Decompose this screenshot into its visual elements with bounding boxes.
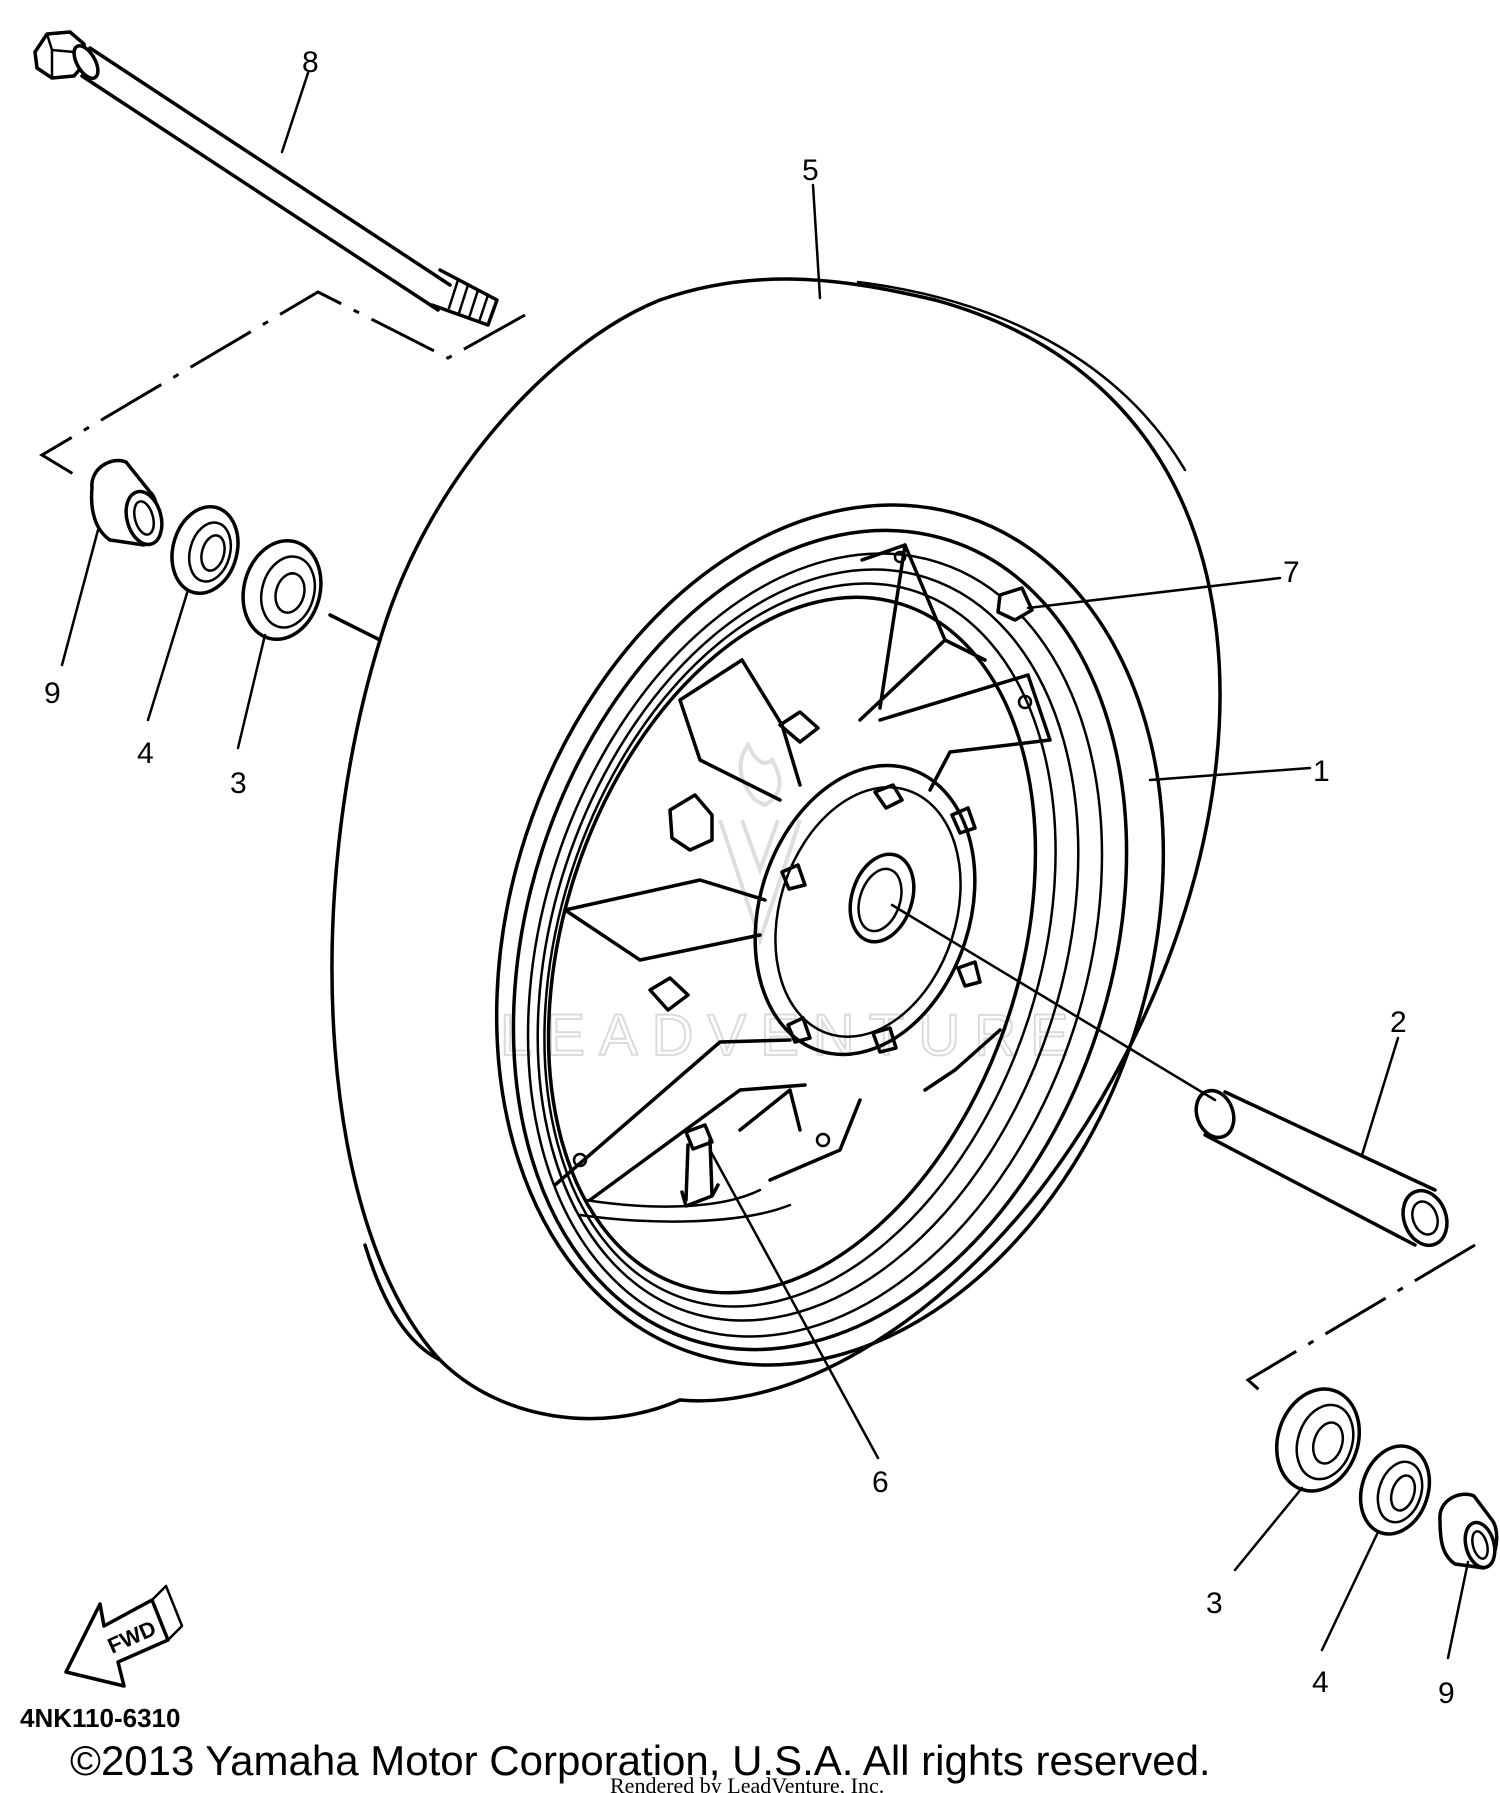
right-bearing-part-3 (1274, 1387, 1362, 1493)
alignment-lines (39, 290, 1476, 1397)
callout-7: 7 (1283, 556, 1300, 589)
callout-1: 1 (1313, 755, 1330, 788)
callout-3-left: 3 (230, 767, 247, 800)
callout-5: 5 (802, 154, 819, 187)
left-collar-part-9 (89, 458, 164, 547)
balance-weight-part-7 (996, 586, 1034, 622)
axle-part-8 (33, 30, 499, 327)
callout-2: 2 (1390, 1006, 1407, 1039)
fwd-arrow-icon: FWD (64, 1584, 184, 1688)
wheel-spokes (553, 543, 1052, 1223)
leadventure-watermark: LEADVENTURE (499, 741, 1083, 1069)
left-oil-seal-part-4 (170, 504, 240, 596)
watermark-text: LEADVENTURE (500, 1003, 1083, 1068)
left-bearing-part-3 (241, 538, 323, 642)
copyright-notice: ©2013 Yamaha Motor Corporation, U.S.A. A… (70, 1737, 1211, 1784)
callout-numbers: 8 5 7 1 2 6 9 4 3 3 4 9 (44, 46, 1455, 1710)
leader-lines (60, 71, 1470, 1660)
wheel-hub (753, 763, 982, 1057)
valve-stem-part-6 (680, 1123, 720, 1208)
callout-3-right: 3 (1206, 1587, 1223, 1620)
rim-part-1 (494, 503, 1166, 1367)
right-collar-part-9 (1438, 1492, 1499, 1570)
callout-9-left: 9 (44, 677, 61, 710)
right-oil-seal-part-4 (1358, 1444, 1432, 1536)
callout-9-right: 9 (1438, 1677, 1455, 1710)
callout-4-left: 4 (137, 737, 154, 770)
rendered-by-notice: Rendered by LeadVenture, Inc. (610, 1773, 884, 1793)
callout-8: 8 (302, 46, 319, 79)
callout-4-right: 4 (1312, 1666, 1329, 1699)
part-code: 4NK110-6310 (20, 1703, 180, 1733)
collar-part-2 (1194, 1088, 1449, 1248)
callout-6: 6 (872, 1466, 889, 1499)
